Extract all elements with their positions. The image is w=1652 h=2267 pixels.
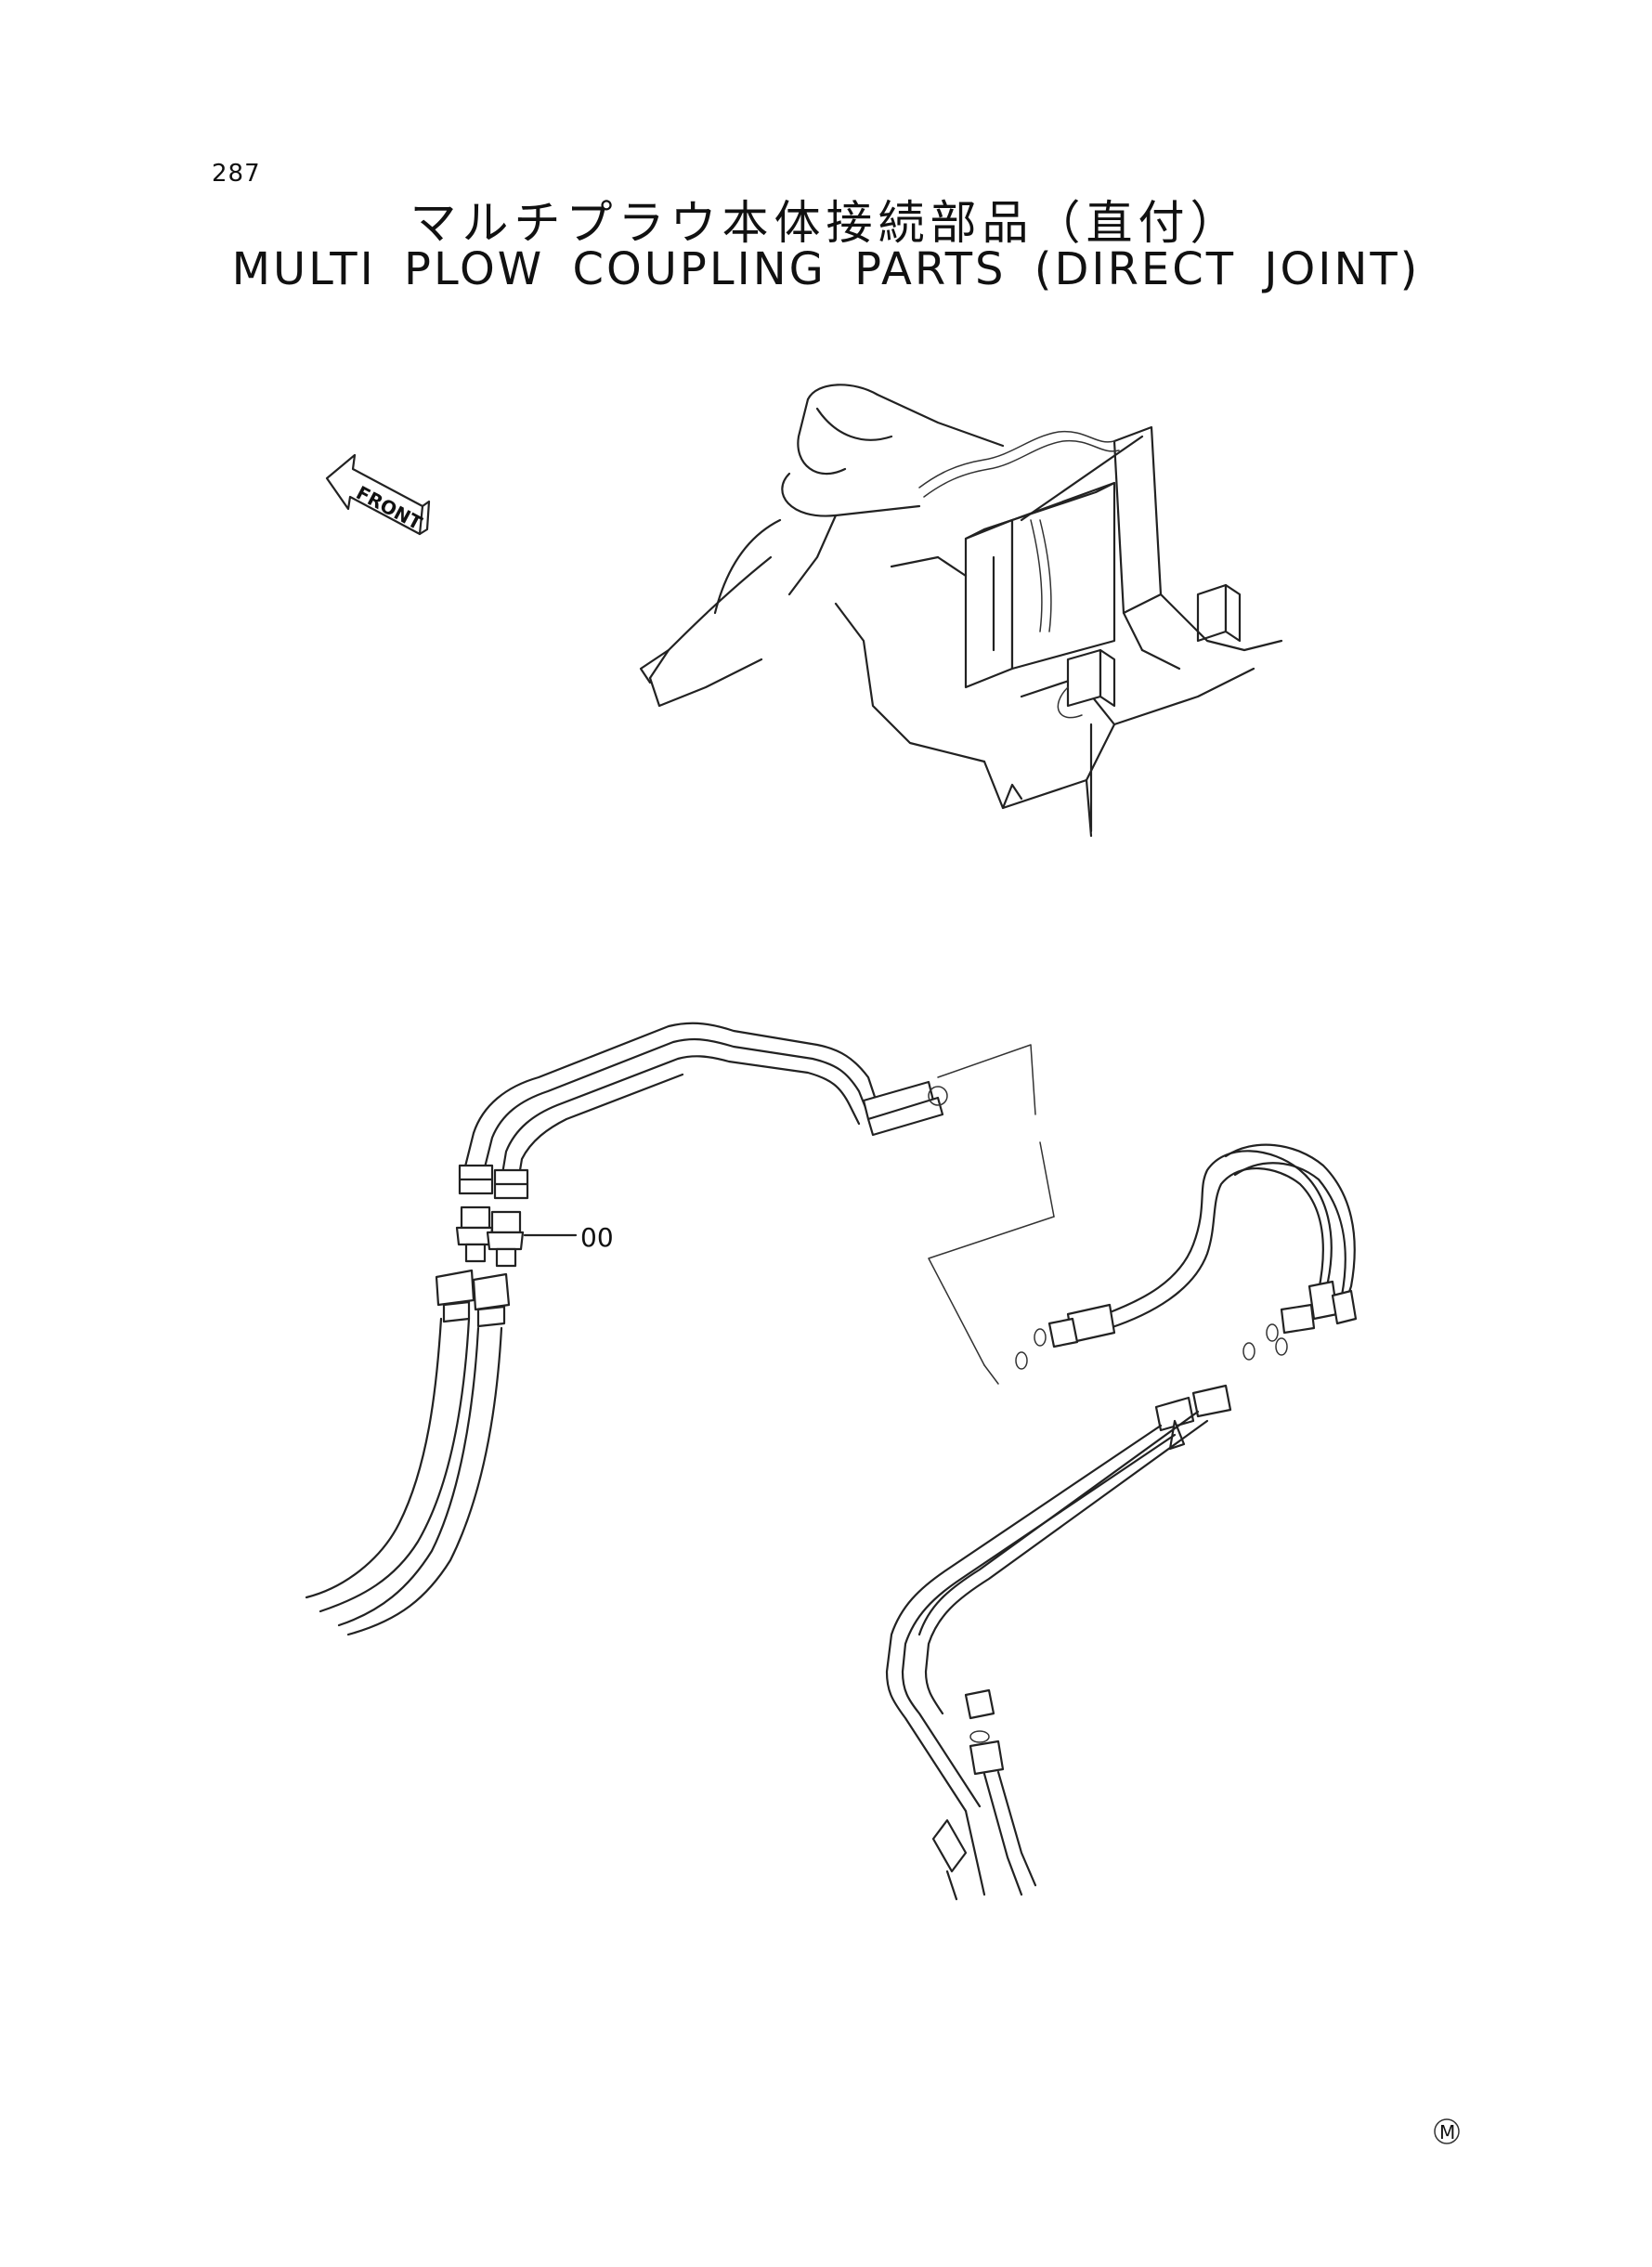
m-mark: M: [1434, 2118, 1460, 2144]
callout-00: 00: [580, 1222, 614, 1253]
adapter-part: 00: [455, 1205, 614, 1268]
page-number: 287: [212, 160, 261, 188]
title-english: MULTI PLOW COUPLING PARTS (DIRECT JOINT): [231, 243, 1421, 295]
right-hose-assembly: [1015, 1143, 1358, 1370]
front-arrow: FRONT: [325, 453, 431, 536]
upper-pipe-assembly: [458, 1022, 948, 1200]
right-lower-pipe: [885, 1384, 1232, 1901]
machine-frame-view: [639, 384, 1283, 838]
m-mark-label: M: [1439, 2121, 1455, 2143]
left-lower-hoses: [305, 1269, 511, 1636]
detail-indicator: [928, 1044, 1055, 1385]
title-japanese: マルチプラウ本体接続部品（直付）: [410, 196, 1242, 250]
